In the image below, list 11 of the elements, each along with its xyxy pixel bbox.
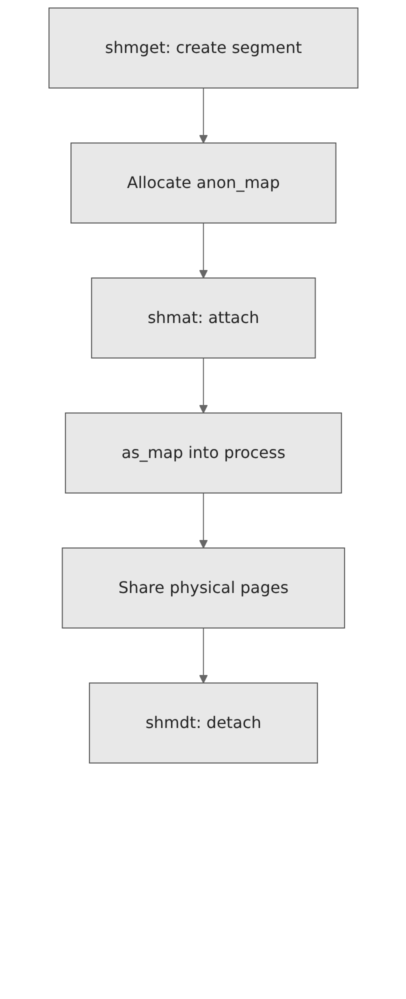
node-box: Share physical pages <box>61 548 345 628</box>
node-box: shmat: attach <box>90 278 316 358</box>
arrow <box>198 358 208 414</box>
arrow <box>198 492 208 548</box>
arrow <box>198 628 208 684</box>
arrow <box>198 222 208 278</box>
node-box: Allocate anon_map <box>70 142 336 224</box>
node-box: shmget: create segment <box>48 8 358 88</box>
arrow <box>198 88 208 144</box>
node-box: as_map into process <box>64 412 342 494</box>
node-box: shmdt: detach <box>88 682 318 764</box>
